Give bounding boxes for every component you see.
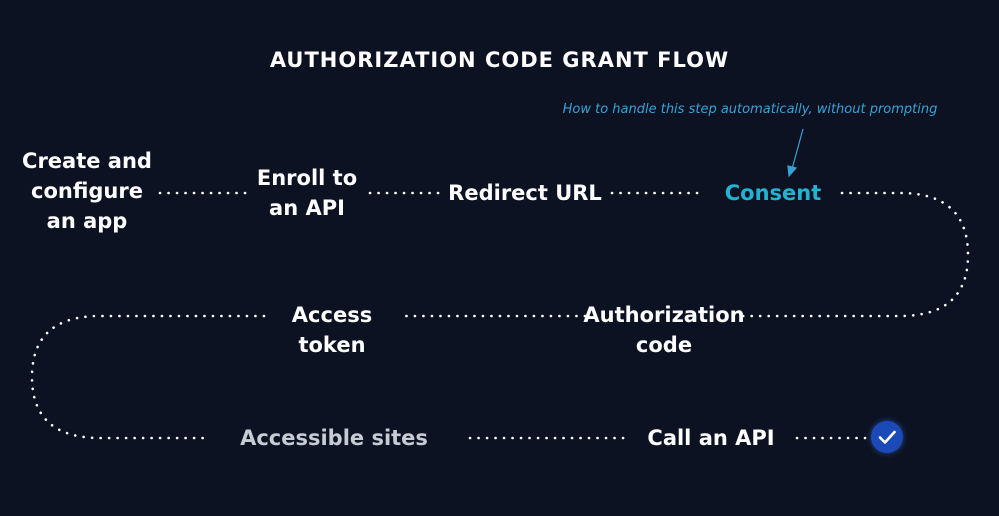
step-enroll-api: Enroll to an API [256,166,358,220]
diagram-title: AUTHORIZATION CODE GRANT FLOW [269,48,730,72]
connector-token-to-sites [30,314,266,440]
step-consent: Consent [724,181,822,205]
step-call-api: Call an API [647,426,775,450]
consent-annotation: How to handle this step automatically, w… [562,102,938,117]
arrow-down-icon [787,128,804,178]
step-redirect-url: Redirect URL [448,181,602,205]
step-accessible-sites: Accessible sites [240,426,428,450]
step-access-token: Access token [291,303,373,357]
connector-consent-to-authcode [740,191,970,318]
step-authorization-code: Authorization code [583,303,745,357]
completion-badge [871,421,903,453]
step-create-app: Create and configure an app [22,149,152,233]
check-icon [878,430,896,444]
